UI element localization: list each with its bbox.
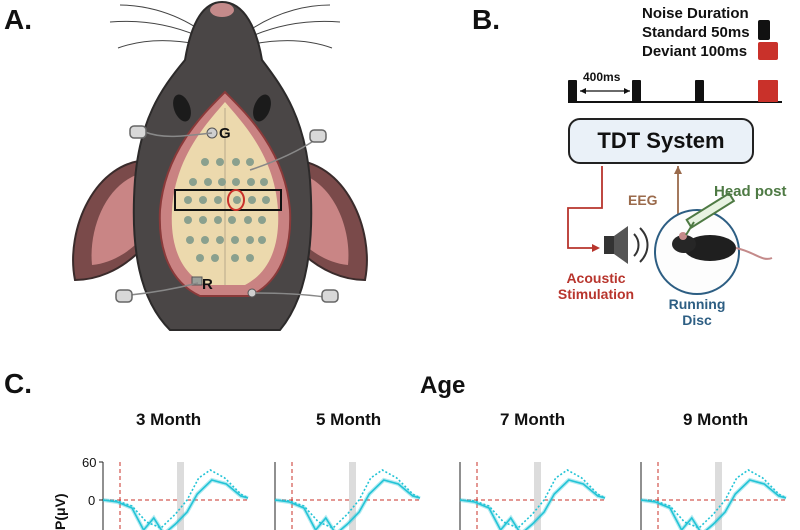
setup-connections — [567, 166, 773, 295]
group-title-5: 5 Month — [316, 410, 382, 429]
ytick-0: 0 — [88, 493, 96, 508]
acoustic-line-1: Acoustic — [566, 270, 626, 286]
deviant-trace-1 — [102, 469, 249, 529]
acoustic-line-2: Stimulation — [557, 286, 635, 302]
tdt-system-box: TDT System — [568, 118, 754, 164]
panel-label-c: C. — [4, 368, 32, 399]
group-title-9: 9 Month — [683, 410, 749, 429]
standard-trace-3 — [459, 479, 606, 530]
ytick-60: 60 — [82, 455, 97, 470]
disc-line-1: Running — [668, 296, 726, 312]
reference-electrode-label: R — [202, 276, 213, 293]
eeg-label: EEG — [628, 192, 658, 208]
panel-label-a: A. — [4, 4, 32, 35]
legend-deviant-swatch — [758, 42, 778, 60]
legend-standard-swatch — [758, 20, 770, 40]
legend-standard-label: Standard 50ms — [642, 24, 750, 41]
standard-trace-1 — [102, 479, 249, 530]
age-title: Age — [420, 372, 466, 399]
group-title-7: 7 Month — [500, 410, 566, 429]
standard-trace-4 — [640, 479, 787, 530]
running-disc-label: Running Disc — [660, 296, 734, 328]
legend-title: Noise Duration — [642, 5, 749, 22]
deviant-window-4 — [715, 462, 722, 530]
panel-label-b: B. — [472, 4, 500, 35]
deviant-trace-4 — [640, 469, 787, 529]
deviant-window-2 — [349, 462, 356, 530]
deviant-window-1 — [177, 462, 184, 530]
ground-electrode-label: G — [219, 125, 231, 142]
deviant-window-3 — [534, 462, 541, 530]
deviant-trace-2 — [274, 469, 421, 529]
standard-trace-2 — [274, 479, 421, 530]
head-post-label: Head post — [714, 183, 787, 200]
mouse-head-illustration — [72, 0, 368, 331]
stimulus-timeline — [568, 80, 782, 103]
acoustic-stimulation-label: Acoustic Stimulation — [550, 270, 642, 302]
group-title-3: 3 Month — [136, 410, 202, 429]
disc-line-2: Disc — [682, 312, 712, 328]
interval-label: 400ms — [583, 70, 621, 84]
legend-deviant-label: Deviant 100ms — [642, 43, 748, 60]
deviant-trace-3 — [459, 469, 606, 529]
